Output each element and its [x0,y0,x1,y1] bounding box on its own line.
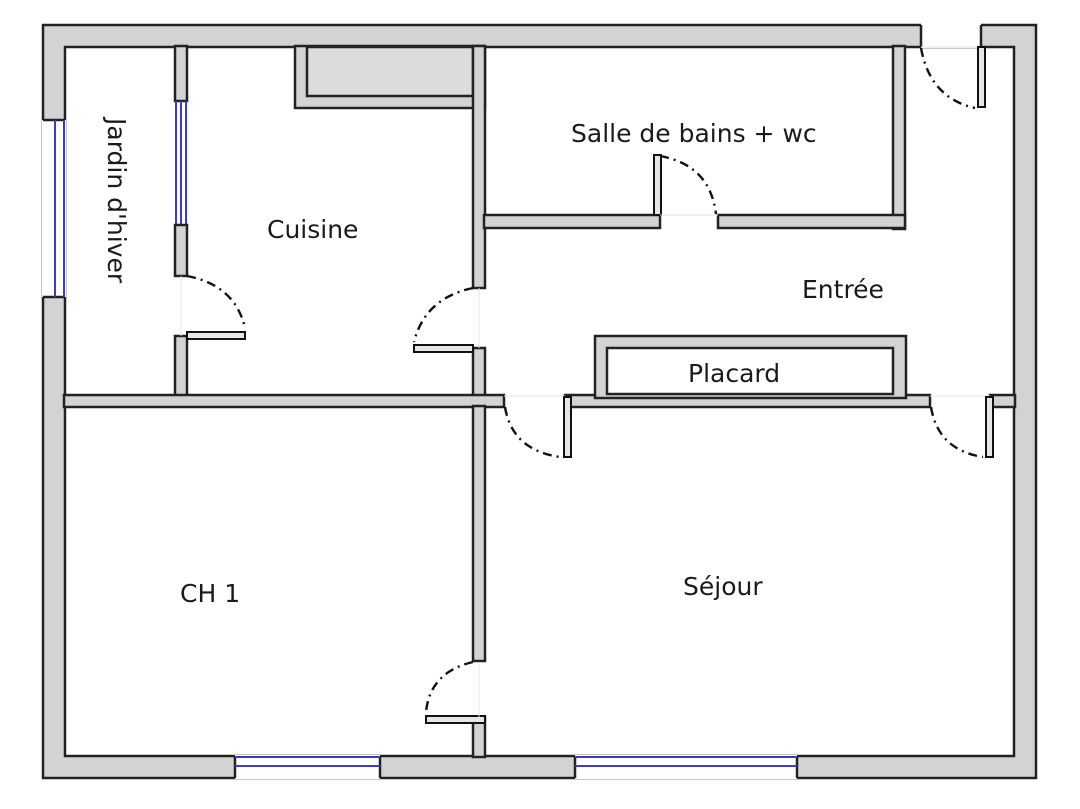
window-ch1 [233,755,382,779]
placard-block [593,334,908,400]
room-label-cuisine: Cuisine [267,215,358,244]
room-label-jardin: Jardin d'hiver [102,116,131,284]
door-entree-sejour-left [503,395,572,459]
front-door [919,21,986,110]
room-label-sdb: Salle de bains + wc [571,119,817,148]
front-door-swing [919,47,976,110]
wall-jardin-cuisine [173,44,247,400]
room-label-ch1: CH 1 [180,579,240,608]
wall-ch1-sejour [424,404,487,759]
room-label-sejour: Séjour [683,572,763,601]
window-sejour [573,755,799,779]
kitchen-storage [293,44,487,110]
window-jardin-cuisine [175,101,187,225]
room-label-placard: Placard [688,359,780,388]
room-label-entree: Entrée [802,275,884,304]
window-jardin-outer [42,118,66,299]
wall-sdb [482,44,907,231]
wall-cuisine-east [412,44,487,408]
door-entree-sejour-right [929,395,994,459]
front-door-leaf [977,46,986,108]
